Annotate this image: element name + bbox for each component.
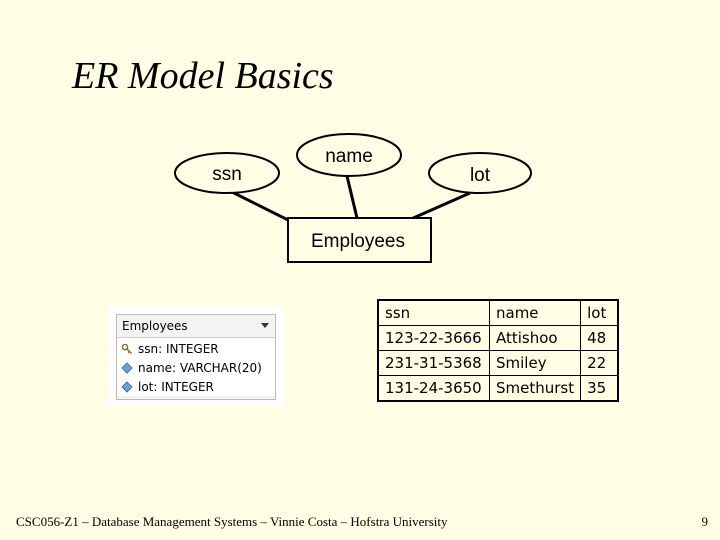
slide-title: ER Model Basics	[72, 55, 334, 97]
key-icon	[121, 343, 132, 354]
table-cell: 22	[580, 350, 619, 376]
name-connector	[345, 175, 359, 219]
table-cell: Smethurst	[488, 375, 582, 402]
table-header-row: ssn name lot	[377, 299, 619, 326]
table-cell: Smiley	[488, 350, 582, 376]
designer-field-text: ssn: INTEGER	[138, 341, 219, 356]
attribute-lot-label: lot	[470, 165, 491, 186]
entity-designer-fields: ssn: INTEGER name: VARCHAR(20) lot: INTE…	[117, 338, 275, 396]
attribute-ssn-ellipse	[174, 152, 280, 194]
table-cell: 131-24-3650	[377, 375, 490, 402]
attribute-ssn-label: ssn	[212, 164, 242, 185]
column-header-ssn: ssn	[377, 299, 490, 326]
slide-footer: CSC056-Z1 – Database Management Systems …	[16, 514, 448, 529]
attribute-icon	[121, 361, 133, 374]
table-row: 231-31-5368 Smiley 22	[377, 350, 619, 376]
entity-designer-widget: Employees ssn: INTEGER name: VARCHAR(20)	[108, 306, 284, 406]
entity-label: Employees	[311, 231, 405, 252]
attribute-name-ellipse	[296, 133, 402, 177]
table-cell: 231-31-5368	[377, 350, 490, 376]
designer-field-text: lot: INTEGER	[138, 379, 214, 394]
entity-rectangle	[287, 217, 432, 263]
table-cell: 35	[580, 375, 619, 402]
employees-table: ssn name lot 123-22-3666 Attishoo 48 231…	[377, 299, 620, 402]
table-cell: 48	[580, 325, 619, 351]
designer-field-text: name: VARCHAR(20)	[138, 360, 262, 375]
column-header-name: name	[488, 299, 582, 326]
column-header-lot: lot	[580, 299, 619, 326]
entity-designer-header[interactable]: Employees	[117, 315, 275, 338]
designer-field-row[interactable]: lot: INTEGER	[117, 377, 275, 396]
table-cell: 123-22-3666	[377, 325, 490, 351]
table-row: 123-22-3666 Attishoo 48	[377, 325, 619, 351]
attribute-lot-ellipse	[428, 152, 532, 194]
table-cell: Attishoo	[488, 325, 582, 351]
table-row: 131-24-3650 Smethurst 35	[377, 375, 619, 402]
dropdown-arrow-icon[interactable]	[261, 323, 269, 328]
entity-designer-title: Employees	[122, 319, 188, 333]
designer-field-row[interactable]: ssn: INTEGER	[117, 339, 275, 358]
attribute-name-label: name	[325, 146, 373, 167]
designer-field-row[interactable]: name: VARCHAR(20)	[117, 358, 275, 377]
attribute-icon	[121, 380, 133, 393]
page-number: 9	[701, 514, 709, 529]
entity-designer-panel: Employees ssn: INTEGER name: VARCHAR(20)	[116, 314, 276, 400]
